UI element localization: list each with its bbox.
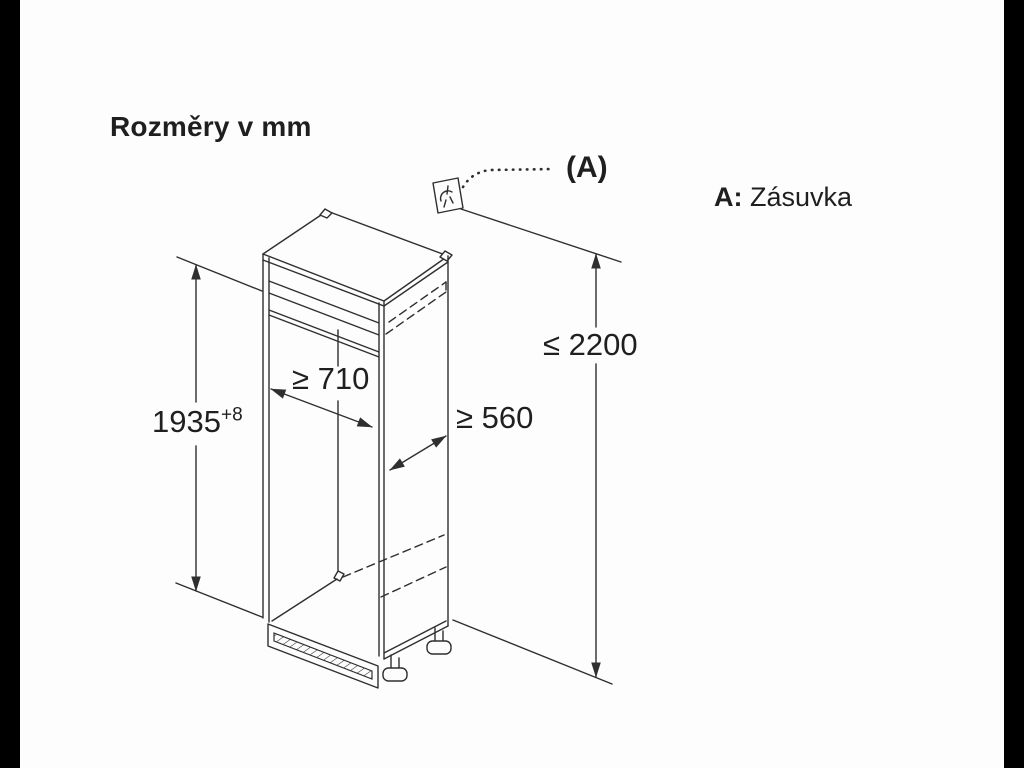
floor-line-left [175, 582, 263, 618]
adjustable-foot-right [426, 627, 452, 655]
dim-label-niche-height: 1935+8 [152, 404, 243, 439]
interior-floor [271, 534, 447, 622]
dim-label-socket-height: ≤ 2200 [543, 327, 638, 362]
plinth [267, 623, 379, 689]
extension-line-socket [460, 208, 622, 263]
legend-key: A: [714, 182, 743, 212]
tolerance-superscript: +8 [220, 404, 243, 426]
legend-value: Zásuvka [750, 182, 853, 212]
cabinet-outline [262, 208, 453, 689]
dimension-arrow-niche-depth [389, 435, 447, 471]
pillarbox-right [1004, 0, 1024, 768]
top-face [262, 210, 449, 302]
dim-label-niche-width: ≥ 710 [292, 361, 370, 396]
dim-label-niche-depth: ≥ 560 [456, 400, 534, 435]
pillarbox-left [0, 0, 20, 768]
ventilation-grille [273, 632, 373, 680]
extension-line-top-left [176, 256, 263, 292]
page-title: Rozměry v mm [110, 111, 312, 142]
leader-dotted-line [461, 167, 555, 189]
top-rail [268, 280, 380, 358]
floor-line-right [452, 619, 613, 685]
corner-notch-right [439, 250, 453, 262]
hidden-edges [385, 281, 447, 335]
corner-notch-back [319, 208, 333, 219]
dimension-arrow-niche-width [270, 388, 373, 428]
callout-a-label: (A) [566, 151, 608, 184]
adjustable-foot-front [382, 654, 408, 682]
legend-socket: A: Zásuvka [714, 183, 852, 211]
power-socket-icon [432, 177, 464, 214]
